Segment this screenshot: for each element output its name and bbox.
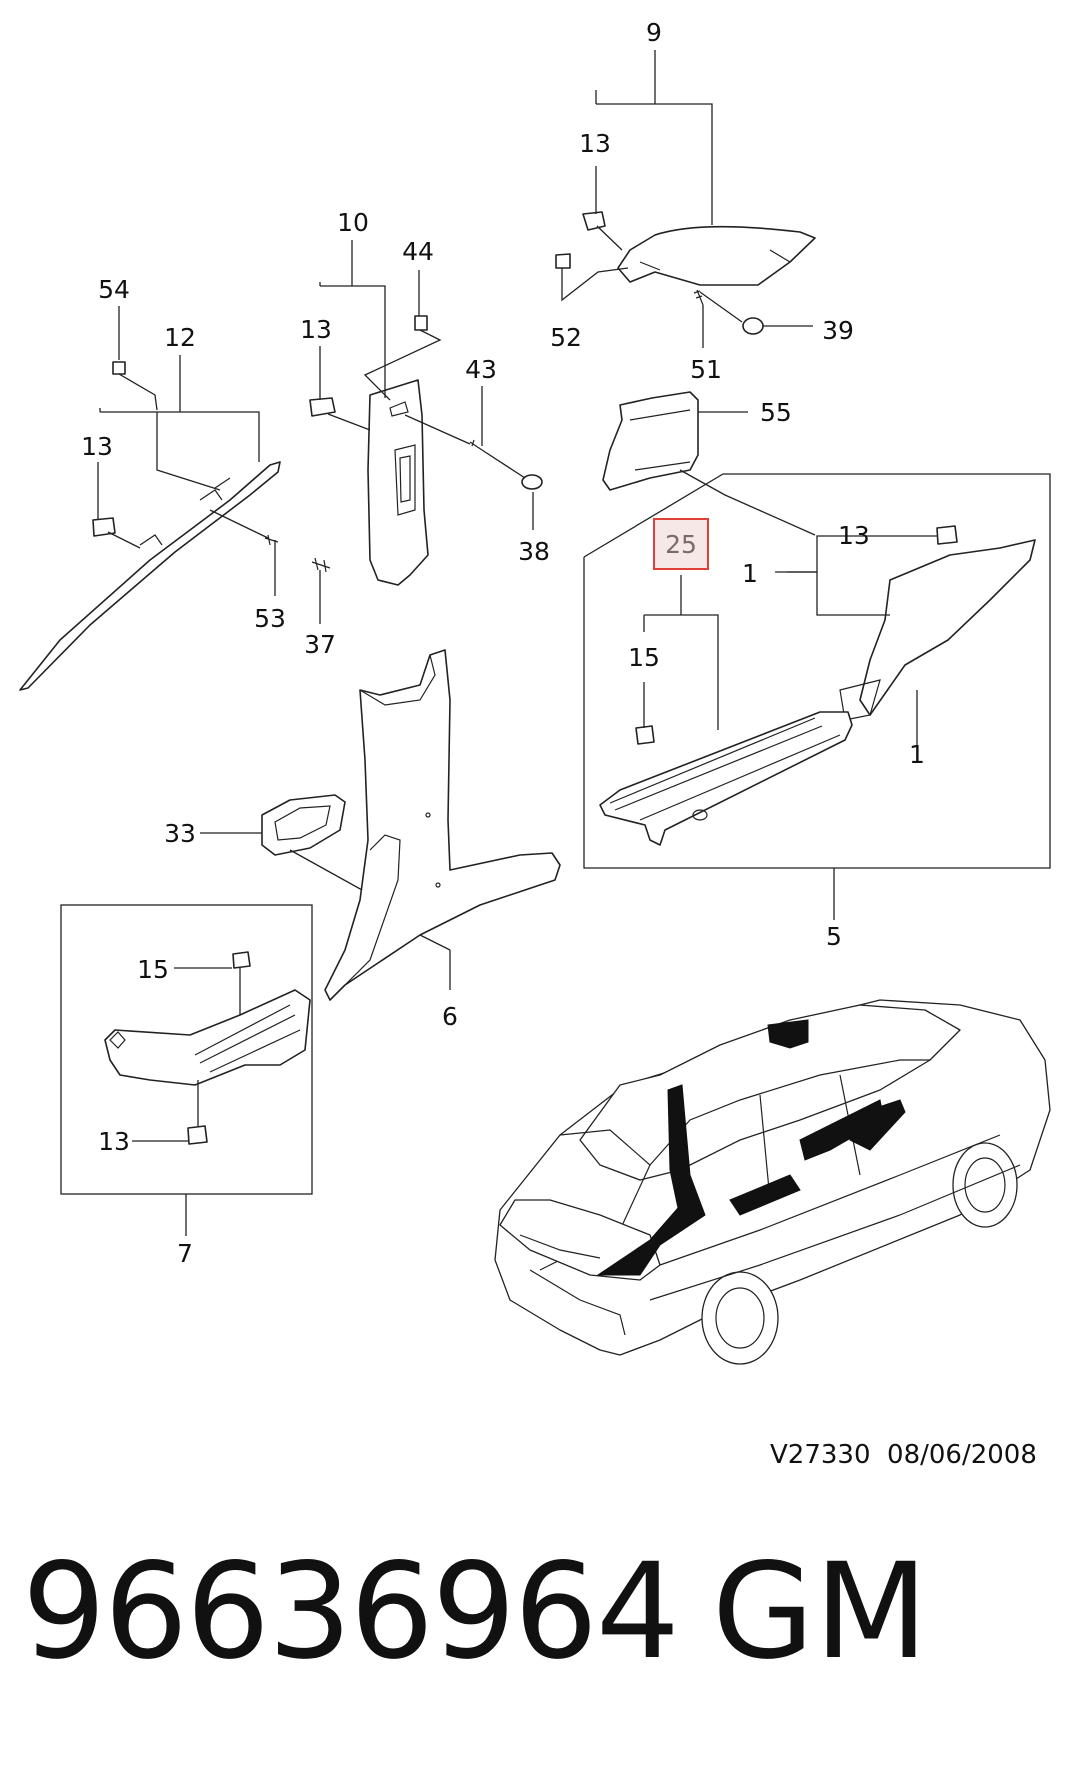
callout-9: 9 (646, 18, 662, 47)
callout-55: 55 (760, 398, 792, 427)
part-9-assembly (555, 50, 816, 348)
callout-43: 43 (465, 355, 497, 384)
callout-39: 39 (822, 316, 854, 345)
part-7-frame (60, 904, 313, 1236)
callout-44: 44 (402, 237, 434, 266)
callout-13: 13 (98, 1127, 130, 1156)
callout-5: 5 (826, 922, 842, 951)
callout-53: 53 (254, 604, 286, 633)
diagram-code: V27330 08/06/2008 (770, 1440, 1037, 1470)
part-12-assembly (19, 306, 331, 691)
callout-7: 7 (177, 1239, 193, 1268)
part-number: 96636964 (22, 1535, 680, 1689)
callout-25-highlight (653, 518, 709, 570)
callout-38: 38 (518, 537, 550, 566)
callout-25: 25 (665, 530, 697, 559)
callout-6: 6 (442, 1002, 458, 1031)
car-illustration (494, 999, 1051, 1365)
part-5-frame (583, 473, 1051, 920)
part-10-assembly (309, 240, 543, 586)
callout-54: 54 (98, 275, 130, 304)
callout-51: 51 (690, 355, 722, 384)
callout-15: 15 (628, 643, 660, 672)
part-6-assembly (200, 649, 561, 1001)
callout-13: 13 (838, 521, 870, 550)
part-55 (602, 391, 816, 536)
callout-1: 1 (909, 740, 925, 769)
callout-52: 52 (550, 323, 582, 352)
callout-10: 10 (337, 208, 369, 237)
callout-15: 15 (137, 955, 169, 984)
callout-12: 12 (164, 323, 196, 352)
callout-33: 33 (164, 819, 196, 848)
callout-1: 1 (742, 559, 758, 588)
callout-13: 13 (300, 315, 332, 344)
brand-name: GM (712, 1535, 929, 1689)
callout-13: 13 (81, 432, 113, 461)
callout-13: 13 (579, 129, 611, 158)
callout-37: 37 (304, 630, 336, 659)
